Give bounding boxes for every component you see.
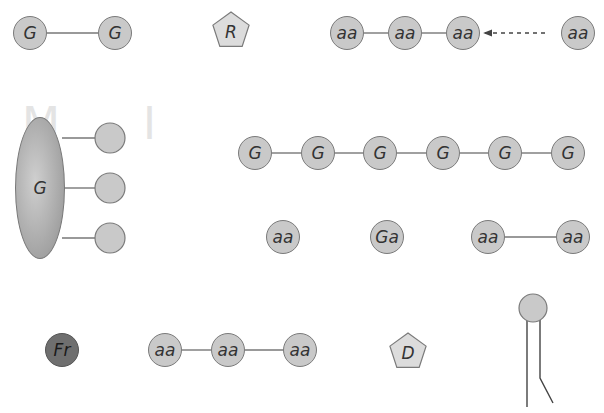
monomer-circle: G xyxy=(426,136,460,170)
bond-line xyxy=(47,32,98,33)
fatty-acid-tail xyxy=(526,320,527,407)
fatty-acid-tail xyxy=(540,320,553,403)
monomer-label: Fr xyxy=(54,342,71,359)
monomer-circle: G xyxy=(301,136,335,170)
monomer-label: aa xyxy=(563,229,584,246)
monomer-circle: G xyxy=(551,136,585,170)
monomer-label: G xyxy=(108,25,121,42)
monomer-label: G xyxy=(311,145,324,162)
monomer-label: aa xyxy=(273,229,294,246)
monomer-circle: G xyxy=(238,136,272,170)
monomer-circle: aa xyxy=(211,333,245,367)
monomer-label: aa xyxy=(395,25,416,42)
monomer-label: aa xyxy=(290,342,311,359)
monomer-circle: G xyxy=(363,136,397,170)
branch-line xyxy=(62,237,95,238)
phosphate-head xyxy=(519,294,547,322)
monomer-label: aa xyxy=(155,342,176,359)
monomer-label: R xyxy=(225,24,237,41)
monomer-label: aa xyxy=(478,229,499,246)
monomer-circle: aa xyxy=(446,16,480,50)
monomer-label: G xyxy=(498,145,511,162)
pentose-sugar: R xyxy=(212,11,250,47)
bond-line xyxy=(335,152,363,153)
monomer-circle: aa xyxy=(556,220,590,254)
monomer-circle: aa xyxy=(330,16,364,50)
monomer-label: aa xyxy=(337,25,358,42)
monomer-label: G xyxy=(248,145,261,162)
monomer-circle: aa xyxy=(148,333,182,367)
monomer-circle: aa xyxy=(561,16,595,50)
phospholipid xyxy=(519,294,553,407)
sugar-bead xyxy=(95,123,125,153)
monomer-label: G xyxy=(436,145,449,162)
bond-line xyxy=(397,152,426,153)
bond-line xyxy=(182,349,211,350)
sugar-bead xyxy=(95,173,125,203)
monomer-circle: G xyxy=(13,16,47,50)
monomer-circle: aa xyxy=(283,333,317,367)
bond-line xyxy=(460,152,488,153)
monomer-label: G xyxy=(23,25,36,42)
monomer-label: aa xyxy=(453,25,474,42)
bond-line xyxy=(505,236,556,237)
bond-line xyxy=(422,32,446,33)
monomer-circle: aa xyxy=(471,220,505,254)
monomer-label: G xyxy=(33,180,46,197)
monomer-label: aa xyxy=(218,342,239,359)
bond-line xyxy=(364,32,388,33)
branch-line xyxy=(62,137,95,138)
glycoprotein-branches xyxy=(62,138,95,238)
glycoprotein-core: G xyxy=(15,117,65,259)
monomer-circle: Fr xyxy=(45,333,79,367)
monomer-circle: G xyxy=(488,136,522,170)
bond-line xyxy=(522,152,551,153)
branch-line xyxy=(65,187,95,188)
monomer-circle: aa xyxy=(388,16,422,50)
bond-line xyxy=(272,152,301,153)
addition-arrow xyxy=(484,32,545,33)
monomer-label: aa xyxy=(568,25,589,42)
monomer-label: G xyxy=(373,145,386,162)
monomer-label: G xyxy=(561,145,574,162)
sugar-chain-beads xyxy=(95,123,125,253)
monomer-label: D xyxy=(401,345,414,362)
pentose-sugar: D xyxy=(389,332,427,368)
sugar-bead xyxy=(95,223,125,253)
monomer-circle: aa xyxy=(266,220,300,254)
watermark-letter: I xyxy=(143,98,156,149)
monomer-label: Ga xyxy=(375,229,399,246)
monomer-circle: G xyxy=(98,16,132,50)
monomer-circle: Ga xyxy=(370,220,404,254)
bond-line xyxy=(245,349,283,350)
